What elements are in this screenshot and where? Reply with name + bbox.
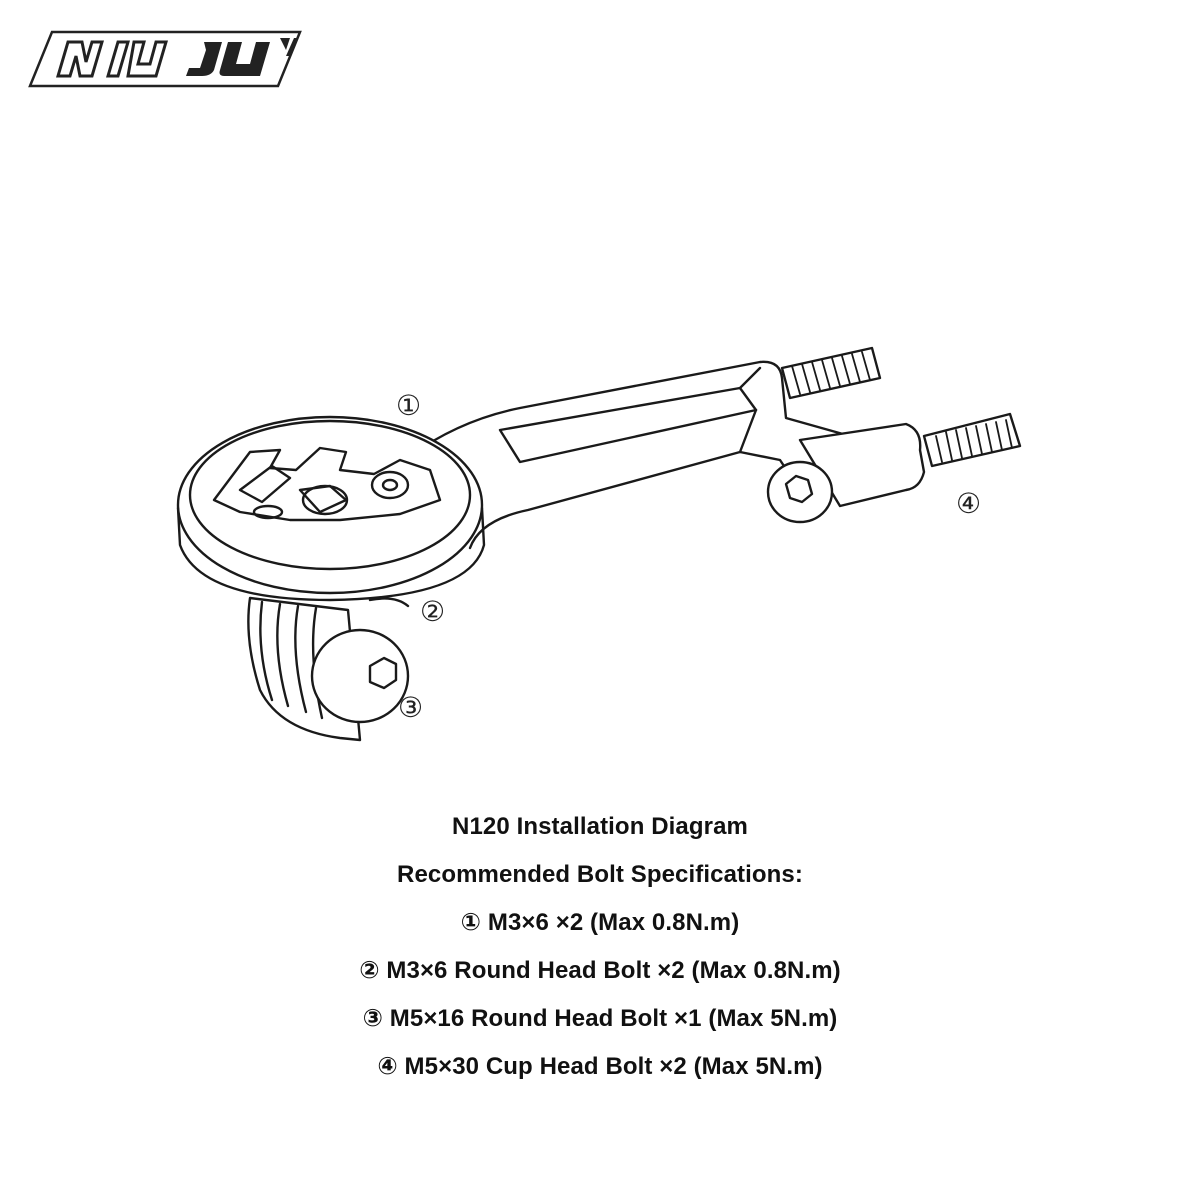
spec-line-4: ④ M5×30 Cup Head Bolt ×2 (Max 5N.m) [377,1053,823,1080]
diagram-title: N120 Installation Diagram [452,813,748,840]
callout-3: ③ [398,691,424,724]
lower-bolt [766,412,1022,524]
spec-line-1: ① M3×6 ×2 (Max 0.8N.m) [460,909,740,936]
mount-drawing [176,346,1022,742]
product-diagram [176,346,1022,742]
spec-line-3: ③ M5×16 Round Head Bolt ×1 (Max 5N.m) [362,1005,838,1032]
brand-logo [28,28,303,90]
niuju-logo-icon [28,30,302,88]
upper-bolt [780,346,882,400]
gopro-mount [247,596,410,742]
spec-line-2: ② M3×6 Round Head Bolt ×2 (Max 0.8N.m) [359,957,841,984]
bolt-specs: N120 Installation Diagram Recommended Bo… [0,815,1200,1103]
callout-4: ④ [956,487,982,520]
callout-1: ① [396,389,422,422]
callout-2: ② [420,595,446,628]
specs-subtitle: Recommended Bolt Specifications: [397,861,803,888]
